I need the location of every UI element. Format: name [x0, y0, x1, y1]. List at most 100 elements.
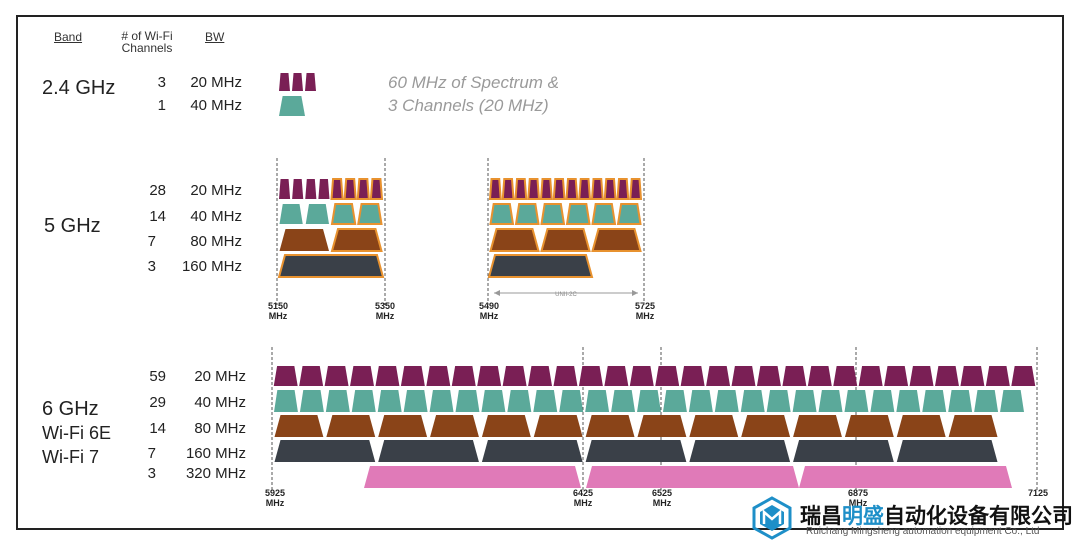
channel-6-80mhz	[844, 415, 894, 437]
count-6-20: 59	[149, 368, 166, 385]
count-5-80: 7	[147, 233, 156, 250]
channel-6-20mhz	[935, 366, 959, 386]
channel-6-20mhz	[477, 366, 502, 386]
header-bw: BW	[205, 30, 225, 44]
channel-6-20mhz	[273, 366, 298, 386]
channel-6-40mhz	[481, 390, 506, 412]
count-24-20: 3	[157, 74, 166, 91]
channel-24-20mhz	[305, 73, 316, 91]
channel-6-160mhz	[274, 440, 376, 462]
count-24-40: 1	[157, 97, 166, 114]
count-5-40: 14	[149, 208, 166, 225]
channel-5-40mhz	[357, 203, 383, 225]
channel-6-40mhz	[688, 390, 713, 412]
channel-5-40mhz	[305, 204, 329, 224]
channel-6-320mhz	[799, 466, 1012, 488]
channel-5-80mhz	[279, 229, 329, 251]
channel-6-40mhz	[429, 390, 454, 412]
channel-5-20mhz	[629, 178, 643, 200]
channel-5-80mhz	[330, 228, 383, 252]
channel-5-40mhz	[279, 204, 303, 224]
band-sub-wifi7: Wi-Fi 7	[42, 447, 99, 467]
channel-6-20mhz	[680, 366, 705, 386]
channel-5-20mhz	[616, 178, 630, 200]
channel-5-20mhz	[356, 178, 370, 200]
channel-6-20mhz	[451, 366, 476, 386]
channel-5-20mhz	[292, 179, 304, 199]
count-6-40: 29	[149, 394, 166, 411]
channel-6-40mhz	[896, 390, 921, 412]
channel-5-20mhz	[552, 178, 566, 200]
channel-6-80mhz	[481, 415, 531, 437]
channel-6-20mhz	[1011, 366, 1036, 386]
channel-6-20mhz	[884, 366, 909, 386]
channel-6-40mhz	[870, 390, 895, 412]
bw-6-20: 20 MHz	[194, 368, 246, 385]
channel-6-20mhz	[731, 366, 756, 386]
unii2c-label: UNII-2C	[548, 290, 584, 300]
channel-6-80mhz	[896, 415, 946, 437]
channel-6-40mhz	[403, 390, 428, 412]
channel-6-20mhz	[858, 366, 883, 386]
bw-6-80: 80 MHz	[194, 420, 246, 437]
band-label-5: 5 GHz	[44, 215, 101, 237]
channel-6-40mhz	[325, 390, 350, 412]
channel-5-80mhz	[540, 228, 591, 252]
channel-6-80mhz	[637, 415, 687, 437]
channel-6-80mhz	[948, 415, 998, 437]
channel-6-80mhz	[585, 415, 635, 437]
channel-6-40mhz	[818, 390, 843, 412]
band-label-24: 2.4 GHz	[42, 77, 116, 99]
channel-6-20mhz	[299, 366, 324, 386]
channel-5-40mhz	[489, 203, 515, 225]
channel-6-40mhz	[507, 390, 532, 412]
channel-5-20mhz	[565, 178, 579, 200]
channel-6-40mhz	[533, 390, 558, 412]
channel-6-160mhz	[481, 440, 583, 462]
channel-6-40mhz	[455, 390, 480, 412]
channel-5-20mhz	[305, 179, 317, 199]
channel-5-20mhz	[318, 179, 330, 199]
channel-6-320mhz	[586, 466, 799, 488]
channel-5-20mhz	[330, 178, 344, 200]
channel-5-80mhz	[489, 228, 540, 252]
channel-6-40mhz	[948, 390, 973, 412]
channel-6-80mhz	[533, 415, 583, 437]
bw-6-160: 160 MHz	[185, 445, 246, 462]
channel-5-160mhz	[277, 254, 385, 278]
channel-6-80mhz	[741, 415, 791, 437]
bw-5-40: 40 MHz	[190, 208, 242, 225]
channel-6-40mhz	[274, 390, 298, 412]
channel-6-40mhz	[974, 390, 999, 412]
channel-6-20mhz	[426, 366, 451, 386]
channel-5-40mhz	[591, 203, 617, 225]
channel-6-20mhz	[604, 366, 629, 386]
channel-6-80mhz	[430, 415, 479, 437]
bw-5-160: 160 MHz	[181, 258, 242, 275]
channel-6-20mhz	[807, 366, 832, 386]
channel-6-20mhz	[985, 366, 1010, 386]
channel-6-160mhz	[689, 440, 791, 462]
channel-5-20mhz	[279, 179, 291, 199]
channel-5-160mhz	[487, 254, 594, 278]
channel-6-20mhz	[350, 366, 374, 386]
channel-6-160mhz	[793, 440, 894, 462]
note-24-line2: 3 Channels (20 MHz)	[388, 96, 549, 115]
channel-6-40mhz	[1000, 390, 1024, 412]
count-6-320: 3	[147, 465, 156, 482]
channel-5-40mhz	[330, 203, 357, 225]
channel-6-40mhz	[740, 390, 765, 412]
channel-6-40mhz	[714, 390, 739, 412]
channel-6-20mhz	[528, 366, 553, 386]
channel-6-20mhz	[629, 366, 654, 386]
channel-5-20mhz	[539, 178, 553, 200]
channel-5-80mhz	[591, 228, 642, 252]
channel-24-40mhz	[279, 96, 305, 116]
unii2c-arrowhead-right	[632, 290, 638, 296]
channel-5-40mhz	[616, 203, 642, 225]
